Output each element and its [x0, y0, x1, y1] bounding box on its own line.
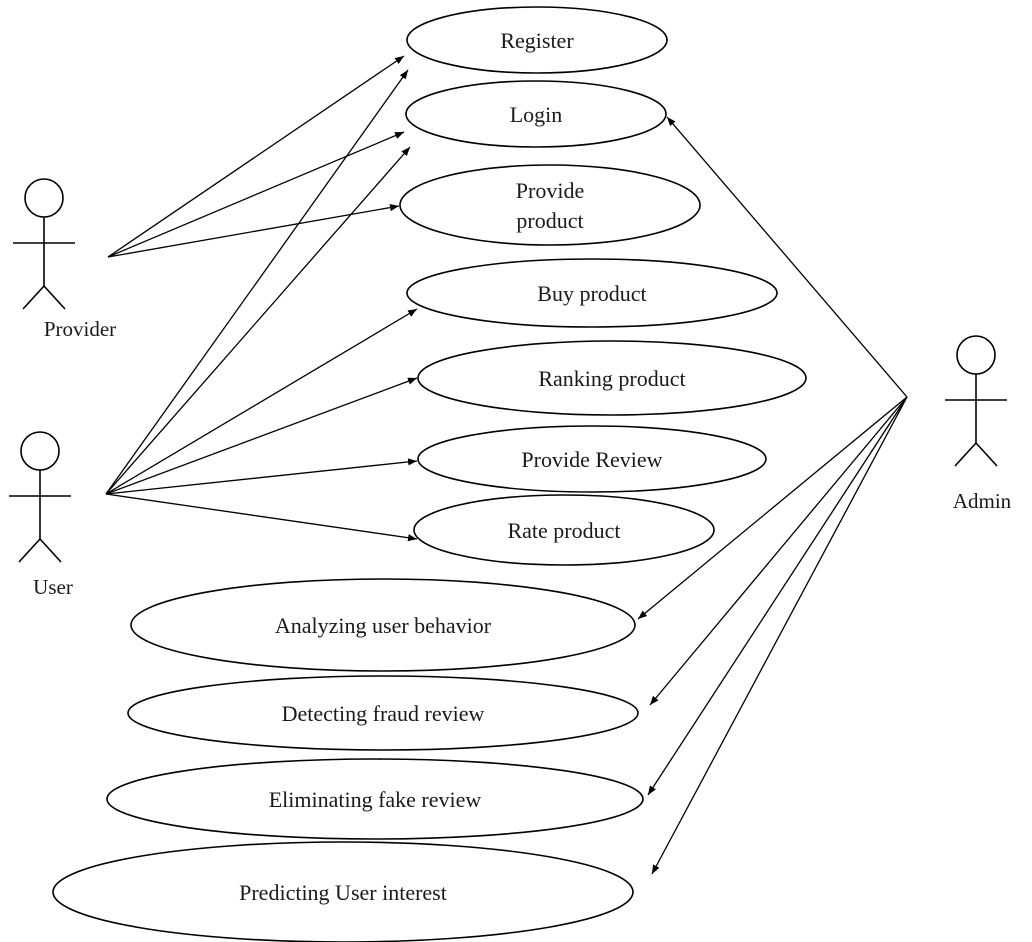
use-case-ellipse: [406, 258, 778, 328]
use-case-login: Login: [405, 80, 667, 148]
association-provider-to-login: [107, 131, 405, 258]
use-case-label: product: [516, 208, 583, 233]
actor-label: Admin: [953, 489, 1012, 513]
use-case-label: Analyzing user behavior: [275, 613, 492, 638]
use-case-label: Predicting User interest: [239, 880, 447, 905]
use-case-ellipse: [406, 6, 668, 74]
use-case-label: Provide: [516, 178, 584, 203]
associations: [105, 55, 908, 875]
association-admin-to-eliminating-fake-review: [647, 396, 908, 796]
actor-label: Provider: [44, 317, 116, 341]
stick-figure-icon: [9, 431, 71, 563]
use-case-analyzing-user-behavior: Analyzing user behavior: [130, 578, 636, 672]
association-admin-to-login: [666, 116, 908, 398]
actor-label: User: [33, 575, 73, 599]
actor-provider: Provider: [13, 178, 116, 341]
association-admin-to-predicting-user-interest: [651, 396, 908, 875]
use-case-label: Rate product: [507, 518, 620, 543]
use-case-label: Ranking product: [538, 366, 685, 391]
use-case-register: Register: [406, 6, 668, 74]
use-case-label: Detecting fraud review: [282, 701, 485, 726]
association-admin-to-analyzing-user-behavior: [637, 396, 908, 620]
association-user-to-register: [105, 69, 409, 495]
association-user-to-rate-product: [105, 493, 418, 542]
association-provider-to-provide-product: [107, 204, 400, 258]
use-case-label: Eliminating fake review: [269, 787, 482, 812]
association-provider-to-register: [107, 55, 405, 258]
use-case-provide-review: Provide Review: [417, 425, 767, 493]
use-case-buy-product: Buy product: [406, 258, 778, 328]
actor-user: User: [9, 431, 73, 599]
use-case-ellipse: [127, 675, 639, 751]
use-case-ellipse: [130, 578, 636, 672]
association-user-to-buy-product: [105, 308, 418, 495]
use-case-ranking-product: Ranking product: [417, 340, 807, 416]
stick-figure-icon: [945, 335, 1007, 467]
use-case-label: Provide Review: [521, 447, 662, 472]
use-case-ellipse: [106, 758, 644, 840]
association-user-to-login: [105, 146, 411, 495]
use-case-ellipse: [52, 841, 634, 942]
use-case-label: Register: [500, 28, 574, 53]
use-case-label: Buy product: [537, 281, 646, 306]
use-case-ellipse: [417, 425, 767, 493]
association-user-to-provide-review: [105, 458, 418, 495]
use-case-rate-product: Rate product: [413, 494, 715, 566]
actor-admin: Admin: [945, 335, 1012, 513]
use-case-provide-product: Provide product: [399, 164, 701, 246]
use-case-eliminating-fake-review: Eliminating fake review: [106, 758, 644, 840]
association-admin-to-detecting-fraud-review: [649, 396, 908, 706]
use-case-label: Login: [510, 102, 563, 127]
stick-figure-icon: [13, 178, 75, 310]
use-case-ellipse: [399, 164, 701, 246]
use-case-ellipse: [413, 494, 715, 566]
use-case-ellipse: [417, 340, 807, 416]
use-case-detecting-fraud-review: Detecting fraud review: [127, 675, 639, 751]
association-user-to-ranking-product: [105, 377, 418, 495]
use-case-predicting-user-interest: Predicting User interest: [52, 841, 634, 942]
use-case-ellipse: [405, 80, 667, 148]
